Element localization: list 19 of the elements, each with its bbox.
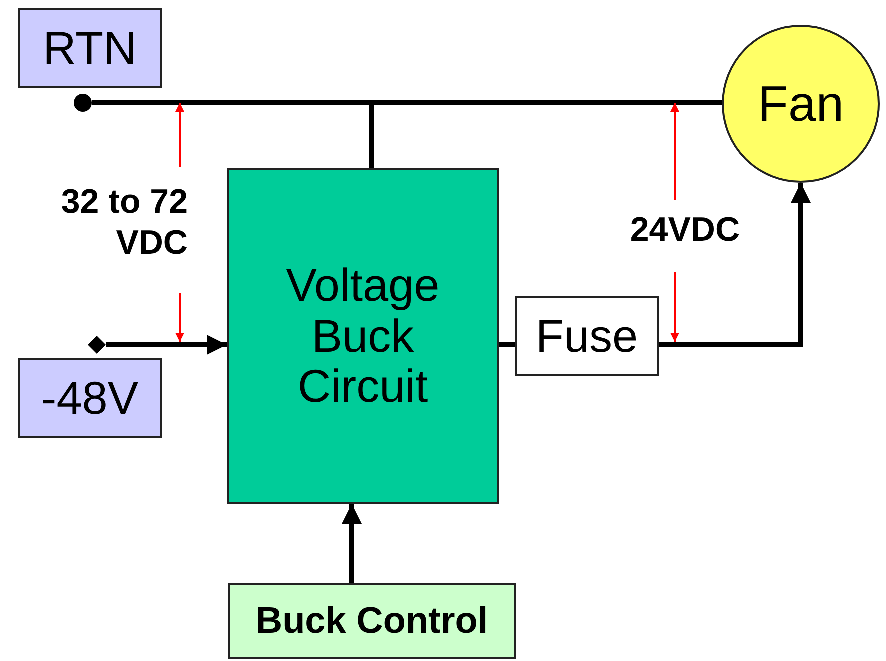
terminal-box [18, 8, 162, 88]
node-label: -48V [40, 372, 140, 424]
node-label: Fan [756, 76, 846, 132]
node-label: Fuse [534, 310, 640, 362]
node-label: Buck Control [254, 600, 490, 642]
node-label: RTN [42, 22, 138, 74]
fuse-box [515, 296, 659, 376]
voltage-label: 32 to 72 VDC [60, 182, 188, 264]
terminal-box [18, 358, 162, 438]
connector [499, 342, 515, 348]
terminal-diamond [88, 336, 106, 354]
terminal-dot [74, 94, 92, 112]
node-label: Voltage Buck Circuit [285, 260, 441, 412]
control-box [228, 583, 516, 659]
circuit-block [227, 168, 499, 504]
connector [106, 335, 227, 355]
connector [659, 183, 811, 348]
voltage-label: 24VDC [629, 210, 740, 251]
connector [342, 504, 362, 583]
